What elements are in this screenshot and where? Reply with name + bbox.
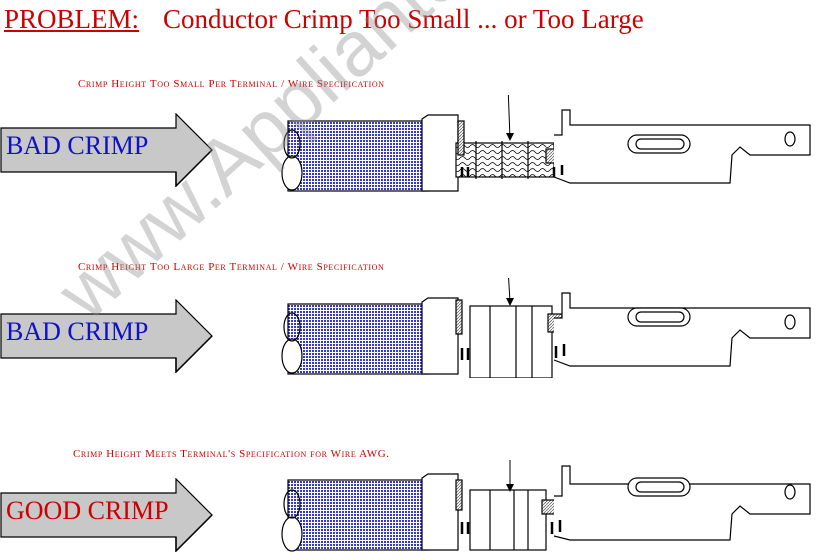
problem-subtitle: Conductor Crimp Too Small ... or Too Lar… [163,4,644,34]
bad-crimp-label-2: BAD CRIMP [6,317,149,346]
bad-crimp-label-1: BAD CRIMP [6,131,149,160]
bad-crimp-arrow-2: BAD CRIMP [0,299,216,373]
arrow-shape-icon [0,299,213,373]
page-title: PROBLEM: Conductor Crimp Too Small ... or… [4,0,644,38]
crimp-diagram-too-small [281,95,811,192]
good-crimp-arrow: GOOD CRIMP [0,478,216,552]
caption-meets-spec: Crimp Height Meets Terminal's Specificat… [73,448,390,460]
arrow-shape-icon [0,478,213,552]
arrow-shape-icon [0,113,213,187]
crimp-diagram-meets-spec [281,460,811,552]
crimp-diagram-too-large [281,278,811,378]
good-crimp-label: GOOD CRIMP [6,496,169,525]
bad-crimp-arrow-1: BAD CRIMP [0,113,216,187]
caption-too-small: Crimp Height Too Small Per Terminal / Wi… [78,78,385,90]
problem-label: PROBLEM: [4,4,140,34]
caption-too-large: Crimp Height Too Large Per Terminal / Wi… [78,261,385,273]
